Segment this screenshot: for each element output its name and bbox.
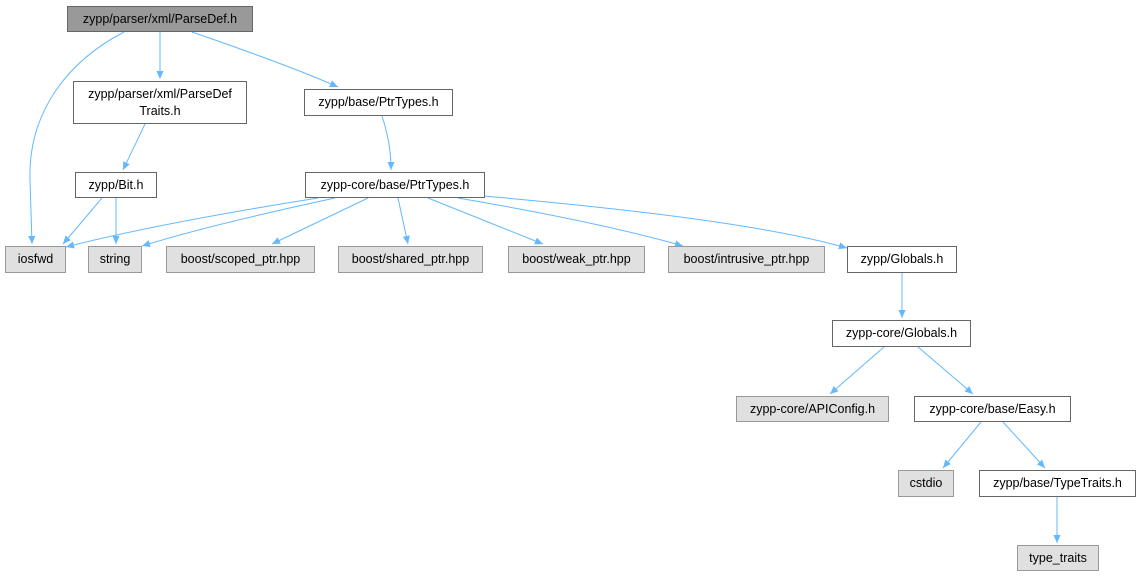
edge-coreglobals-to-apiconfig xyxy=(829,346,885,395)
node-label: type_traits xyxy=(1029,550,1087,565)
node-boost-intrusive-ptr-hpp[interactable]: boost/intrusive_ptr.hpp xyxy=(668,246,825,273)
node-core-base-easy-h[interactable]: zypp-core/base/Easy.h xyxy=(914,396,1071,422)
node-base-typetraits-h[interactable]: zypp/base/TypeTraits.h xyxy=(979,470,1136,497)
node-core-apiconfig-h[interactable]: zypp-core/APIConfig.h xyxy=(736,396,889,422)
node-iosfwd[interactable]: iosfwd xyxy=(5,246,66,273)
edge-baseptrtypes-to-coreptrtypes xyxy=(381,115,395,171)
node-globals-h[interactable]: zypp/Globals.h xyxy=(847,246,957,273)
node-label: iosfwd xyxy=(17,252,54,266)
node-label: zypp/base/PtrTypes.h xyxy=(318,95,439,109)
edge-coreptrtypes-to-scopedptr xyxy=(271,197,369,245)
edge-parsedeftraits-to-bit xyxy=(122,123,146,171)
node-label: boost/weak_ptr.hpp xyxy=(522,252,631,266)
node-label: boost/intrusive_ptr.hpp xyxy=(683,252,810,266)
node-label: zypp/base/TypeTraits.h xyxy=(993,476,1122,490)
node-core-globals-h[interactable]: zypp-core/Globals.h xyxy=(832,320,971,347)
edge-coreptrtypes-to-weakptr xyxy=(427,197,544,245)
edge-coreglobals-to-easy xyxy=(917,346,974,395)
node-label: zypp/parser/xml/ParseDef.h xyxy=(82,11,238,26)
node-label: zypp-core/base/PtrTypes.h xyxy=(320,177,470,192)
node-bit-h[interactable]: zypp/Bit.h xyxy=(75,172,157,198)
node-label: boost/scoped_ptr.hpp xyxy=(180,252,301,266)
edges-layer xyxy=(28,31,1061,543)
edge-coreptrtypes-to-iosfwd xyxy=(65,197,319,249)
node-core-base-ptrtypes-h[interactable]: zypp-core/base/PtrTypes.h xyxy=(305,172,485,198)
edge-bit-to-iosfwd xyxy=(62,197,103,245)
edge-parsedef-to-baseptrtypes xyxy=(191,31,339,88)
node-label: zypp-core/base/Easy.h xyxy=(929,401,1056,416)
node-label: cstdio xyxy=(909,476,943,490)
node-boost-weak-ptr-hpp[interactable]: boost/weak_ptr.hpp xyxy=(508,246,645,273)
node-base-ptrtypes-h[interactable]: zypp/base/PtrTypes.h xyxy=(304,89,453,116)
node-parsedef-h[interactable]: zypp/parser/xml/ParseDef.h xyxy=(67,6,253,32)
node-label-line1: zypp/parser/xml/ParseDef xyxy=(88,86,232,101)
node-label: zypp/Bit.h xyxy=(88,177,144,192)
node-label: zypp-core/Globals.h xyxy=(845,326,958,340)
node-boost-shared-ptr-hpp[interactable]: boost/shared_ptr.hpp xyxy=(338,246,483,273)
node-parsedef-traits-h[interactable]: zypp/parser/xml/ParseDef Traits.h xyxy=(73,81,247,124)
node-label: zypp-core/APIConfig.h xyxy=(749,401,876,416)
edge-coreptrtypes-to-intrusiveptr xyxy=(457,197,684,248)
edge-coreptrtypes-to-string xyxy=(141,197,336,248)
node-label: zypp/Globals.h xyxy=(860,252,944,266)
node-cstdio[interactable]: cstdio xyxy=(898,470,954,497)
edge-easy-to-typetraitsh xyxy=(1002,421,1046,469)
node-boost-scoped-ptr-hpp[interactable]: boost/scoped_ptr.hpp xyxy=(166,246,315,273)
edge-coreptrtypes-to-globals xyxy=(483,195,848,250)
node-label-line2: Traits.h xyxy=(139,103,181,118)
node-type-traits[interactable]: type_traits xyxy=(1017,545,1099,571)
node-label: string xyxy=(99,252,131,266)
node-string[interactable]: string xyxy=(88,246,142,273)
node-label: boost/shared_ptr.hpp xyxy=(351,252,470,266)
edge-coreptrtypes-to-sharedptr xyxy=(397,197,410,245)
edge-parsedef-to-iosfwd xyxy=(28,31,125,245)
edge-easy-to-cstdio xyxy=(942,421,982,469)
